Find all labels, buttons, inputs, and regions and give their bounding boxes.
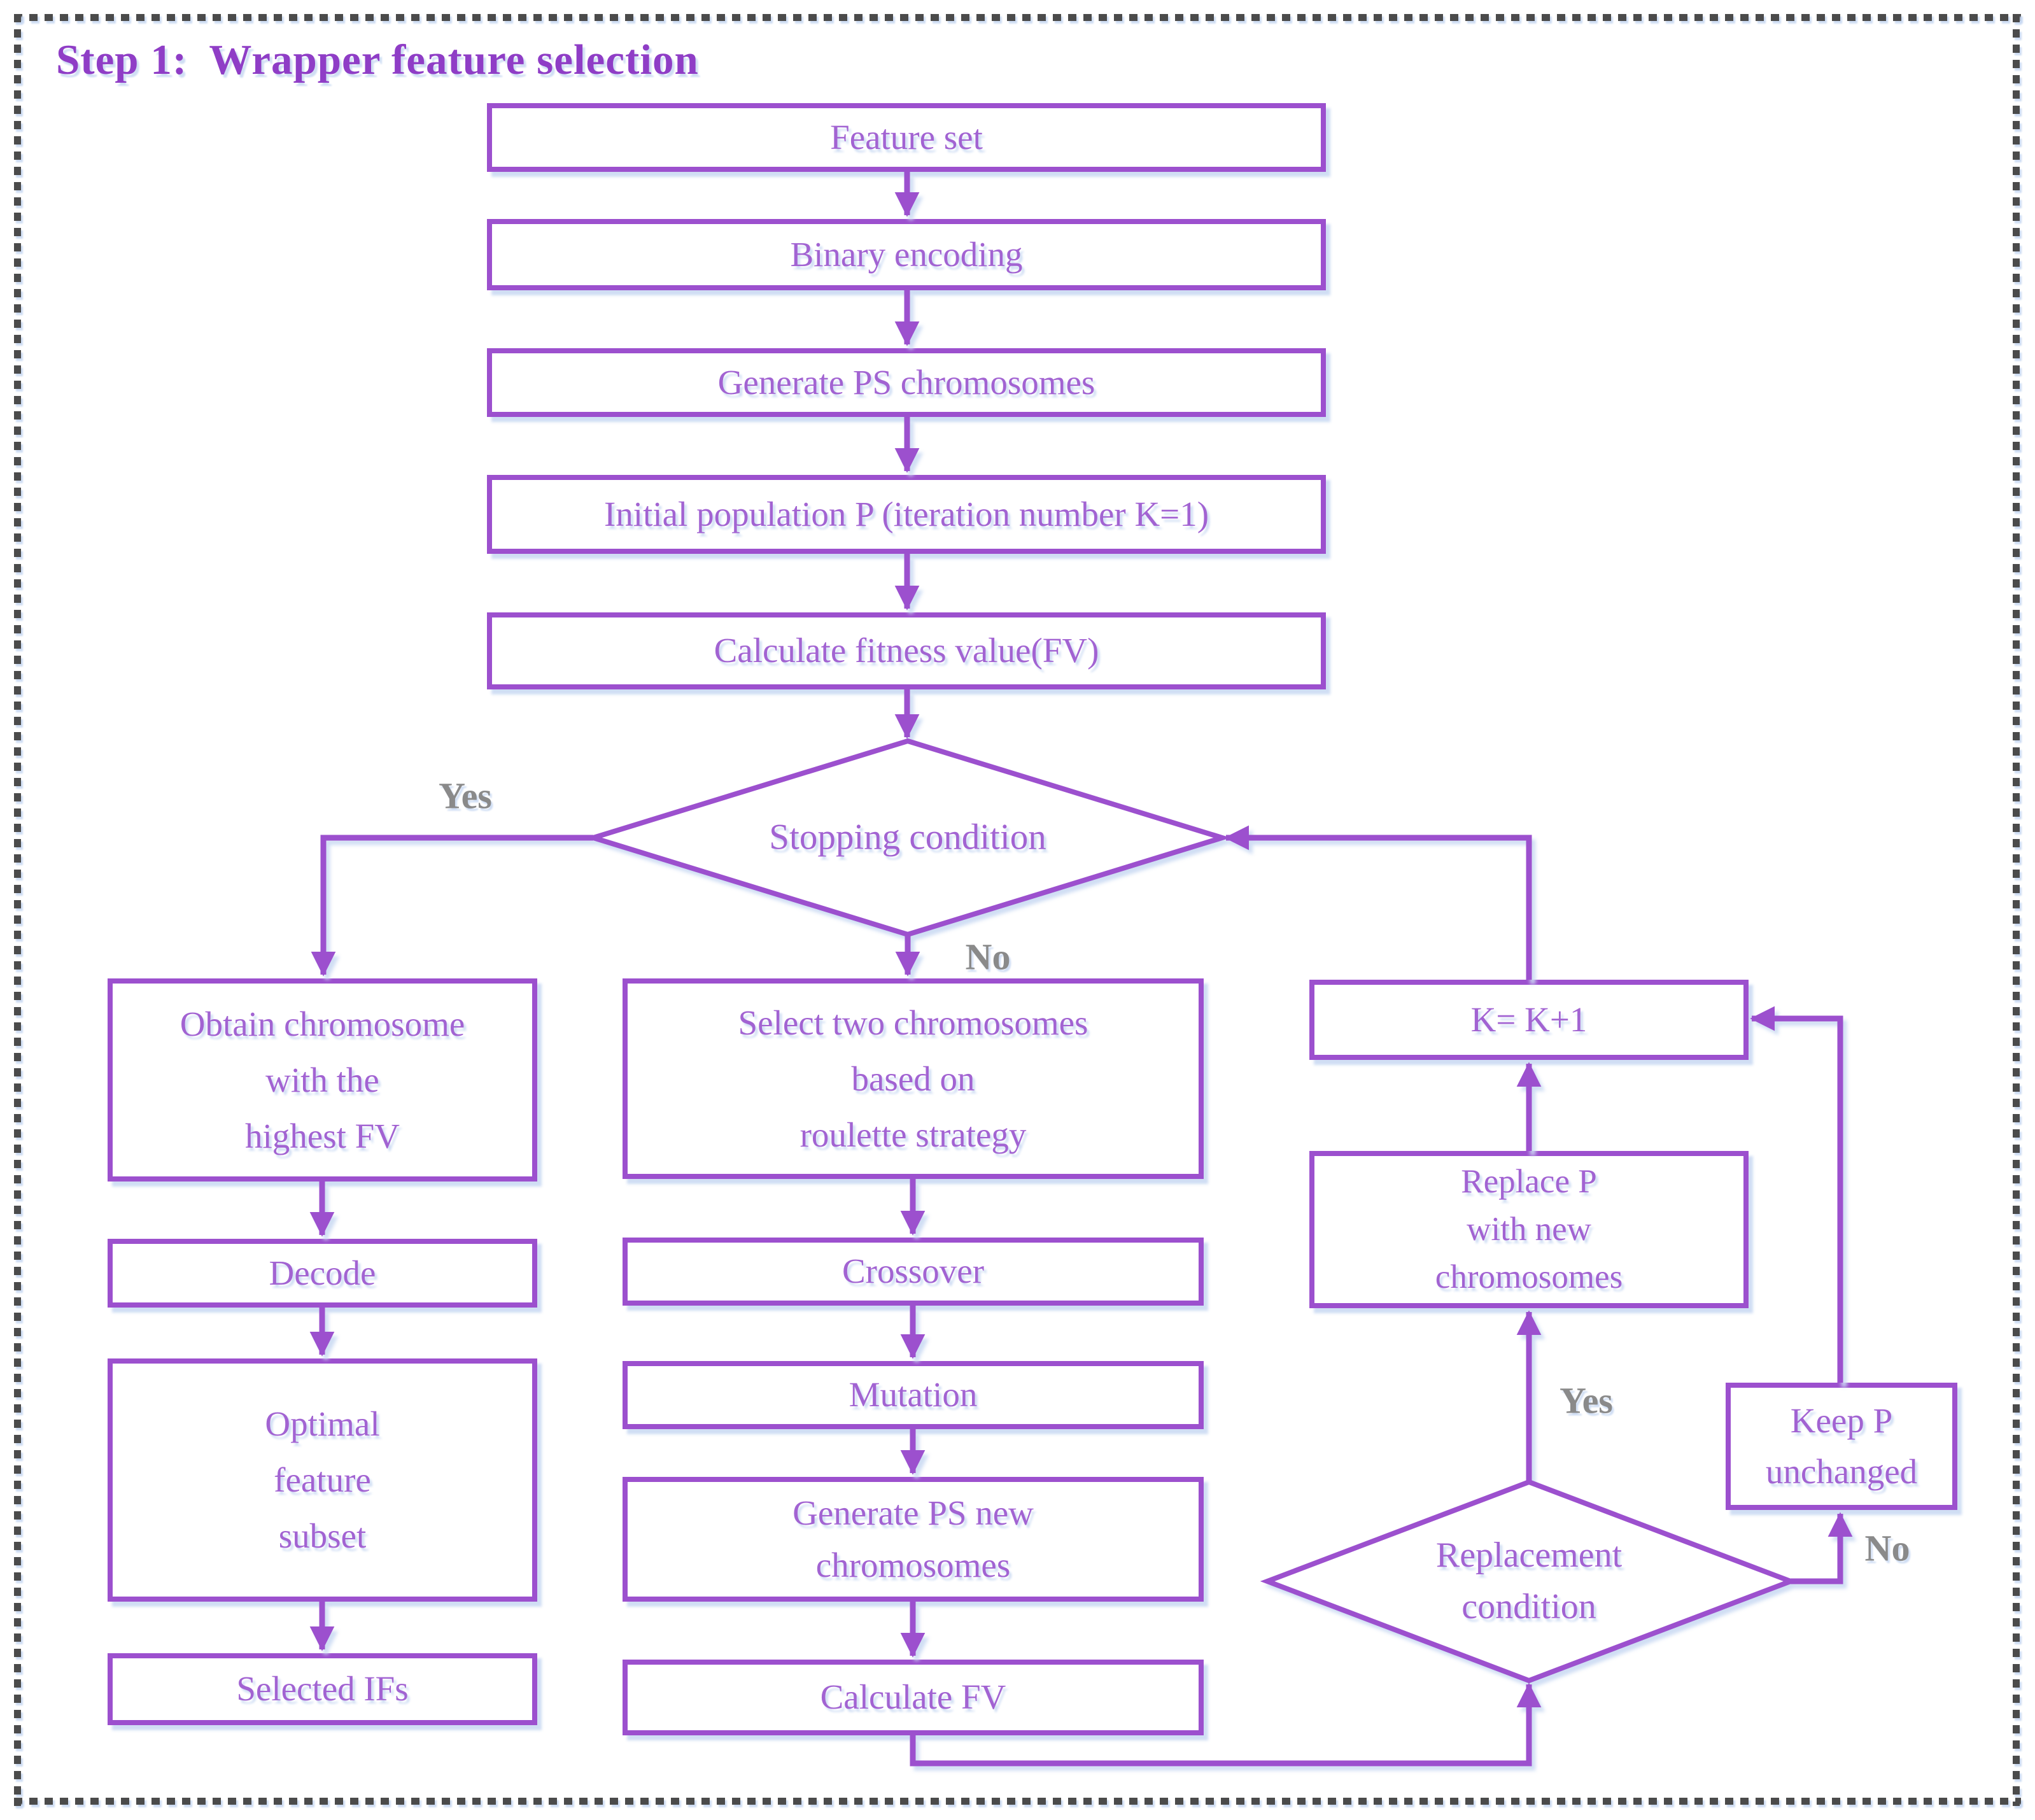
arrow-kincrement-to-stopping <box>1224 825 1532 980</box>
node-mutation: Mutation <box>623 1361 1204 1429</box>
frame-border-top <box>14 14 2021 21</box>
page-title: Step 1: Wrapper feature selection <box>56 36 699 83</box>
frame-border-right <box>2013 14 2020 1806</box>
node-optimal-feature-subset: Optimal feature subset <box>108 1358 537 1602</box>
arrow-keepp-to-kincrement <box>1750 1006 1843 1383</box>
node-crossover: Crossover <box>623 1238 1204 1306</box>
label-stopping-condition: Stopping condition <box>769 817 1046 857</box>
frame-border-bottom <box>14 1798 2021 1805</box>
label-stopping-no: No <box>965 936 1011 978</box>
node-feature-set: Feature set <box>487 103 1326 172</box>
node-initial-population: Initial population P (iteration number K… <box>487 475 1326 554</box>
node-generate-ps-new-chromosomes: Generate PS new chromosomes <box>623 1477 1204 1602</box>
frame-border-left <box>14 14 21 1806</box>
node-decode: Decode <box>108 1239 537 1308</box>
node-calculate-fv: Calculate FV <box>623 1660 1204 1735</box>
arrow-replacement-no-to-keepp <box>1791 1512 1853 1584</box>
node-keep-p-unchanged: Keep P unchanged <box>1726 1383 1957 1510</box>
node-calculate-fitness-value: Calculate fitness value(FV) <box>487 612 1326 689</box>
label-stopping-yes: Yes <box>439 775 492 817</box>
label-replacement-no: No <box>1864 1527 1910 1569</box>
node-replace-p: Replace P with new chromosomes <box>1309 1151 1749 1308</box>
node-generate-ps-chromosomes: Generate PS chromosomes <box>487 348 1326 417</box>
arrow-stopping-yes-to-obtain <box>311 835 593 977</box>
node-binary-encoding: Binary encoding <box>487 219 1326 290</box>
node-k-increment: K= K+1 <box>1309 980 1749 1060</box>
node-selected-ifs: Selected IFs <box>108 1653 537 1725</box>
node-obtain-chromosome: Obtain chromosome with the highest FV <box>108 978 537 1182</box>
node-select-two-chromosomes: Select two chromosomes based on roulette… <box>623 978 1204 1179</box>
label-replacement-yes: Yes <box>1560 1379 1613 1421</box>
label-replacement-condition: Replacement condition <box>1435 1535 1623 1626</box>
